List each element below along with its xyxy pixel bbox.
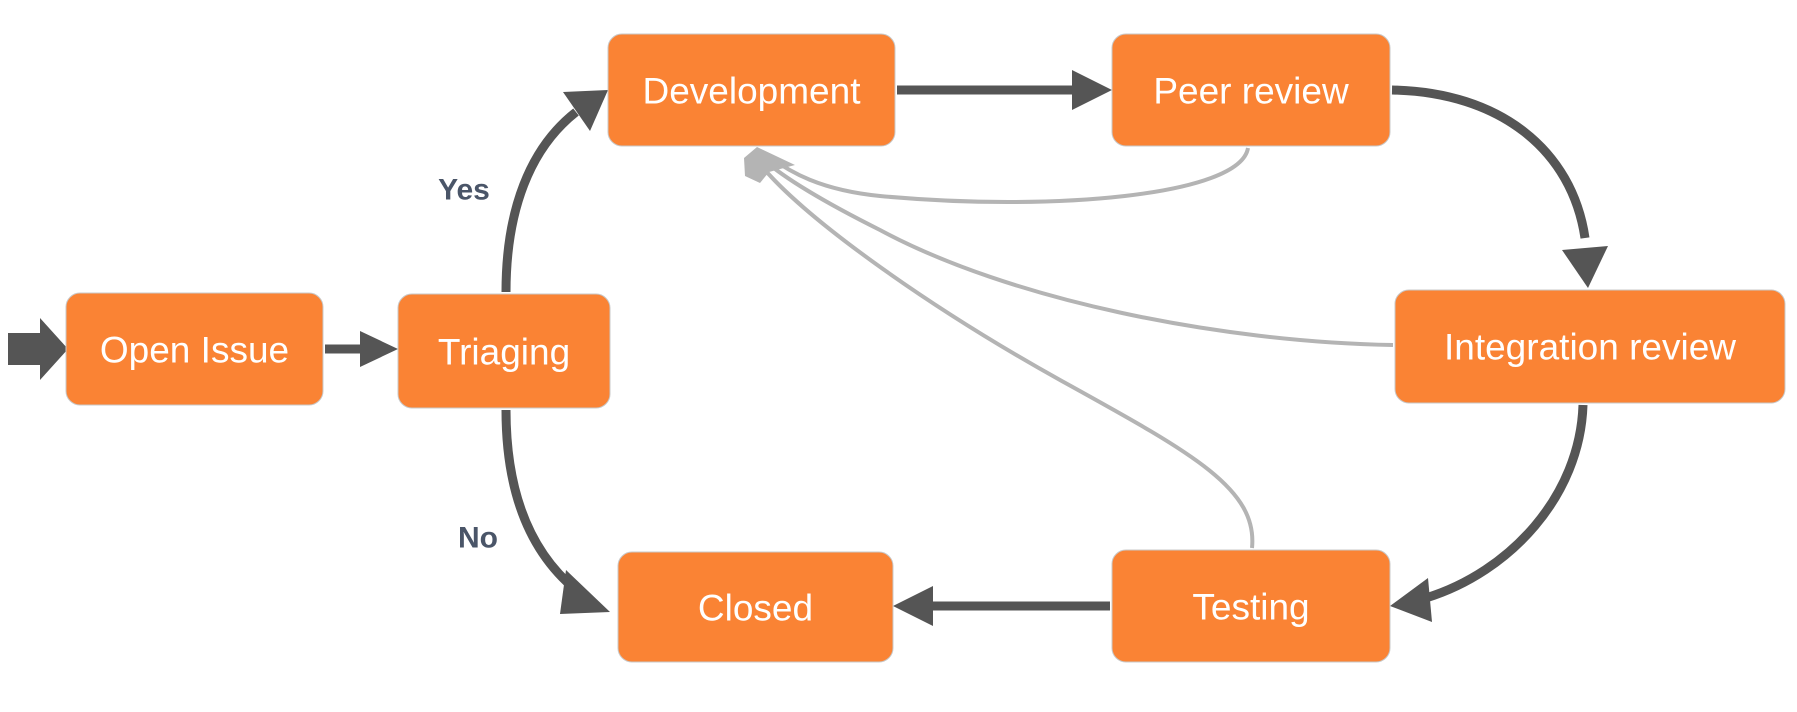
node-open-issue[interactable]: Open Issue [65,292,324,406]
arrowhead-icon [1562,246,1608,288]
edge-integration-review-to-development[interactable] [762,158,1394,347]
node-closed-rect [617,551,894,663]
node-open-issue-label: Open Issue [100,330,289,371]
node-peer-review-rect [1111,33,1391,147]
edge-labels-group: Yes No [438,174,498,555]
node-open-issue-rect [65,292,324,406]
start-arrow-icon [8,318,68,380]
edge-start-to-open-issue[interactable] [8,318,68,380]
arrowhead-icon [560,570,610,614]
edge-testing-to-closed[interactable] [893,586,1110,626]
node-development[interactable]: Development [607,33,896,147]
arrowhead-icon [893,586,933,626]
feedback-edges-group [744,147,1394,549]
node-closed-label: Closed [698,588,813,629]
node-integration-review-label: Integration review [1444,327,1736,368]
node-testing-label: Testing [1192,587,1309,628]
node-testing-rect [1111,549,1391,663]
edge-testing-to-development[interactable] [758,162,1255,549]
node-development-label: Development [642,71,861,112]
node-peer-review-label: Peer review [1153,71,1349,112]
node-triaging-label: Triaging [438,332,570,373]
primary-edges-group [8,70,1608,626]
arrowhead-icon [1072,70,1112,110]
node-triaging[interactable]: Triaging [397,293,611,409]
edge-peer-review-to-integration-review[interactable] [1391,85,1608,288]
edge-development-to-peer-review[interactable] [897,70,1112,110]
arrowhead-icon [563,90,608,131]
arrowhead-icon [1390,578,1432,622]
node-testing[interactable]: Testing [1111,549,1391,663]
edge-peer-review-to-development[interactable] [766,147,1250,204]
edge-open-issue-to-triaging[interactable] [325,331,398,367]
edge-label-yes: Yes [438,174,490,207]
node-integration-review-rect [1394,289,1786,404]
node-peer-review[interactable]: Peer review [1111,33,1391,147]
arrowhead-icon [360,331,398,367]
node-development-rect [607,33,896,147]
node-triaging-rect [397,293,611,409]
node-closed[interactable]: Closed [617,551,894,663]
node-integration-review[interactable]: Integration review [1394,289,1786,404]
edge-triaging-to-development[interactable] [501,90,608,293]
edge-label-no: No [458,522,498,555]
feedback-arrowhead-icon [744,147,795,183]
edge-integration-review-to-testing[interactable] [1390,404,1588,622]
nodes-group: Open Issue Triaging Development Peer rev… [65,33,1786,663]
edge-triaging-to-closed[interactable] [501,409,610,614]
